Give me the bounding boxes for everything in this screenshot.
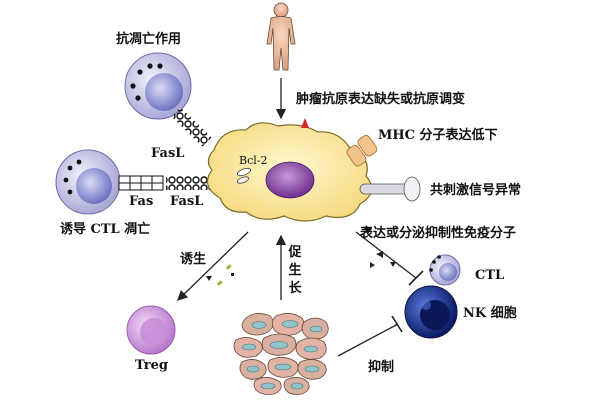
treg-cell xyxy=(126,305,176,355)
bcl2-icon xyxy=(236,167,252,184)
label-fas: Fas xyxy=(129,194,154,209)
label-induce-ctl-apoptosis: 诱导 CTL 凋亡 xyxy=(60,222,151,237)
arrow-induce-treg xyxy=(177,231,249,301)
label-inhibit: 抑制 xyxy=(368,360,395,375)
label-treg: Treg xyxy=(135,358,168,373)
label-fasl-top: FasL xyxy=(151,146,185,161)
arrow-inhibit-ctl-nk xyxy=(355,231,417,279)
label-fasl-bottom: FasL xyxy=(170,194,204,209)
fasl-receptor-chain-icon xyxy=(171,107,212,147)
label-secrete-inhibitory: 表达或分泌抑制性免疫分子 xyxy=(360,226,517,241)
stromal-cell-cluster xyxy=(233,313,329,395)
nk-cell xyxy=(404,285,458,339)
label-ctl: CTL xyxy=(475,268,505,283)
inhibit-bar-icon xyxy=(408,270,424,286)
ctl-cell-top-left xyxy=(124,52,192,120)
label-induce: 诱生 xyxy=(180,252,207,267)
arrow-stroma-inhibit-nk xyxy=(337,323,399,357)
label-costim-abnormal: 共刺激信号异常 xyxy=(430,183,522,198)
label-promote-growth: 促生长 xyxy=(288,245,302,296)
antigen-spike-icon xyxy=(301,118,309,128)
label-bcl2: Bcl-2 xyxy=(239,154,268,167)
ctl-cell-left xyxy=(55,149,121,215)
costimulatory-receptor-icon xyxy=(359,176,421,202)
inhibitory-molecules-icon xyxy=(364,228,396,268)
label-tumor-antigen-change: 肿瘤抗原表达缺失或抗原调变 xyxy=(296,92,466,107)
ctl-cell-right xyxy=(429,254,461,286)
label-mhc-low: MHC 分子表达低下 xyxy=(378,128,498,143)
fas-receptor-icon xyxy=(118,175,164,191)
mhc-molecule-icon xyxy=(346,134,378,167)
label-nk-cell: NK 细胞 xyxy=(463,306,517,321)
tumor-cell xyxy=(206,118,373,222)
inhibit-bar-icon-2 xyxy=(391,315,403,333)
label-anti-apoptosis: 抗凋亡作用 xyxy=(116,32,182,47)
small-molecules-icon xyxy=(206,264,234,286)
human-figure-icon xyxy=(266,2,296,71)
fasl-chain-icon xyxy=(166,176,210,190)
